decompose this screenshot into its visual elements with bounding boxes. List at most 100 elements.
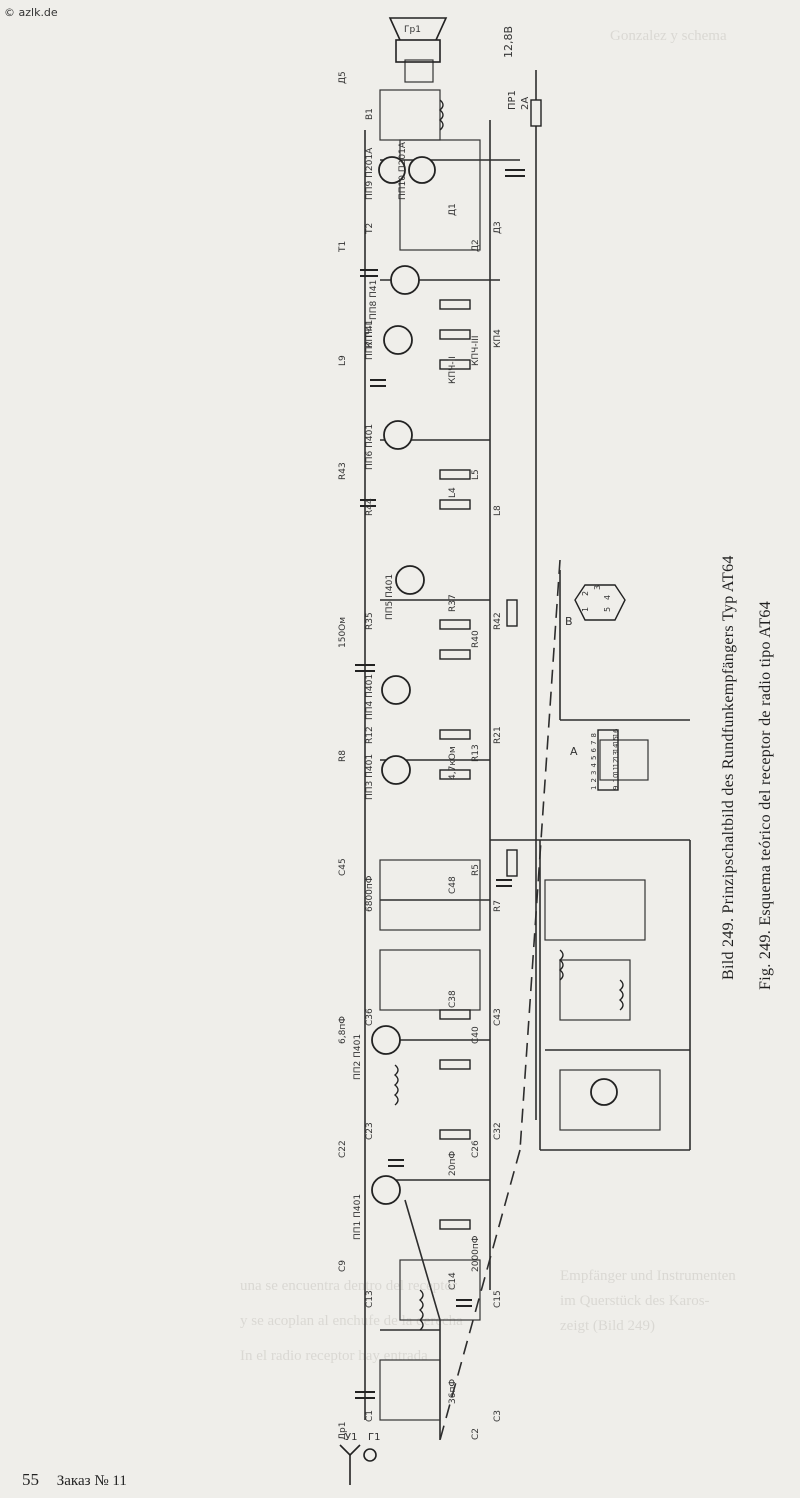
resistor-symbols	[439, 99, 542, 1230]
page-footer: 55 Заказ № 11	[22, 1470, 127, 1490]
connector-a-pin: 2	[590, 778, 598, 782]
component-label: L5	[471, 469, 481, 480]
component-label: 2000пФ	[471, 1235, 481, 1272]
antenna-label: У1	[345, 1432, 357, 1443]
component-label: 4,7кОм	[448, 746, 458, 780]
component-label: С32	[493, 1122, 503, 1140]
component-label: С22	[338, 1140, 348, 1158]
connector-b-pin: 3	[593, 585, 602, 590]
connector-a-pin: 7	[590, 741, 598, 745]
component-label: С2	[471, 1428, 481, 1440]
component-label: КПЧ-I	[365, 323, 375, 348]
component-label: С45	[338, 858, 348, 876]
transistor-label: ПП2 П401	[353, 1034, 363, 1080]
connector-a-pin: 11	[612, 766, 620, 775]
connector-b-label: В	[565, 615, 573, 628]
connector-a-pin: 3	[590, 771, 598, 775]
connector-a-pin: 10	[612, 774, 620, 783]
connector-a-pin: 12	[612, 759, 620, 768]
connector-a-pin: 16	[612, 728, 620, 737]
bleed-through-text: una se encuentra dentro del receptor y s…	[240, 28, 736, 1364]
figure-caption-spanish: Fig. 249. Esquema teórico del receptor d…	[757, 600, 774, 990]
bleed-line: In el radio receptor hay entrada	[240, 1348, 428, 1364]
component-label: 6800пФ	[365, 875, 375, 912]
component-label: С40	[471, 1026, 481, 1044]
component-label: Др1	[338, 1422, 348, 1440]
bleed-line: Empfänger und Instrumenten	[560, 1268, 736, 1284]
connector-a-pin: 4	[590, 763, 598, 768]
component-label: 36пФ	[448, 1379, 458, 1404]
component-label: С43	[493, 1008, 503, 1026]
transistor-label: ПП10 П201А	[398, 141, 408, 200]
transistor-label: ПП3 П401	[365, 754, 375, 800]
component-label: КПЧ-II	[448, 356, 458, 384]
connector-b: В 1 234 5	[565, 584, 626, 628]
ground-label: Г1	[368, 1432, 380, 1443]
component-label: С15	[493, 1290, 503, 1308]
component-label: С13	[365, 1290, 375, 1308]
component-label: Т1	[338, 241, 348, 253]
connector-a-pin: 8	[590, 733, 598, 737]
component-label: L8	[493, 505, 503, 516]
figure-caption-german: Bild 249. Prinzipschaltbild des Rundfunk…	[720, 555, 737, 980]
component-label: R13	[471, 744, 481, 762]
component-label: Д3	[493, 221, 503, 234]
connector-a-pin: 14	[612, 743, 620, 752]
fuse-label: ПР1	[507, 90, 518, 110]
supply-voltage-label: 12,8B	[502, 26, 515, 58]
component-label: R40	[471, 630, 481, 648]
transistor-labels: ПП1 П401 ПП2 П401 ПП3 П401 ПП4 П401 ПП5 П401…	[353, 141, 408, 1240]
transistor-label: ПП1 П401	[353, 1194, 363, 1240]
transistor-label: ПП4 П401	[365, 674, 375, 720]
component-label: 6,8пФ	[338, 1016, 348, 1044]
fuse-rating-label: 2A	[520, 97, 531, 110]
component-label: С3	[493, 1410, 503, 1422]
component-label: С14	[448, 1272, 458, 1290]
connector-a-pin: 15	[612, 736, 620, 745]
connector-b-pin: 4	[603, 595, 612, 600]
bleed-line: y se acoplan al enchufe de la derecha	[240, 1313, 463, 1329]
component-label: С23	[365, 1122, 375, 1140]
component-label: С36	[365, 1008, 375, 1026]
page-number: 55	[22, 1470, 39, 1489]
transistor-label: ПП5 П401	[385, 574, 395, 620]
component-label: С48	[448, 876, 458, 894]
component-label: L9	[338, 355, 348, 366]
component-label: R21	[493, 726, 503, 744]
connector-a-pin: 1	[590, 786, 598, 790]
component-label: С38	[448, 990, 458, 1008]
component-labels: Др1С136пФС2С3С9С13С142000пФС15С22С2320пФ…	[338, 71, 503, 1440]
bleed-line: una se encuentra dentro del receptor	[240, 1278, 457, 1294]
connector-b-pin: 1	[581, 607, 590, 612]
component-label: 20пФ	[448, 1151, 458, 1176]
connector-a-pin: 13	[612, 751, 620, 760]
transistor-label: ПП9 П201А	[365, 147, 375, 200]
capacitor-symbols	[355, 169, 525, 1399]
bleed-line: zeigt (Bild 249)	[560, 1318, 655, 1334]
component-label: Д1	[448, 203, 458, 216]
component-label: КПЧ-III	[471, 335, 481, 366]
site-stamp: © azlk.de	[4, 6, 58, 19]
connector-a-pin: 5	[590, 756, 598, 760]
component-label: Д5	[338, 71, 348, 84]
transistor-label: ПП6 П401	[365, 424, 375, 470]
component-label: R7	[493, 900, 503, 912]
component-label: R35	[365, 612, 375, 630]
component-label: R8	[338, 750, 348, 762]
antenna-icon	[339, 1444, 377, 1485]
component-label: С1	[365, 1410, 375, 1422]
speaker-icon: Гр1	[388, 17, 448, 63]
speaker-label: Гр1	[404, 25, 421, 35]
transistor-label: ПП8 П41	[369, 280, 379, 320]
component-label: R37	[448, 594, 458, 612]
transistor-symbols	[371, 156, 618, 1205]
component-label: 150Ом	[338, 617, 348, 648]
component-label: R43	[338, 462, 348, 480]
connector-b-pin: 2	[581, 591, 590, 596]
component-label: R5	[471, 864, 481, 876]
component-label: Д2	[471, 239, 481, 252]
connector-b-pin: 5	[603, 607, 612, 612]
